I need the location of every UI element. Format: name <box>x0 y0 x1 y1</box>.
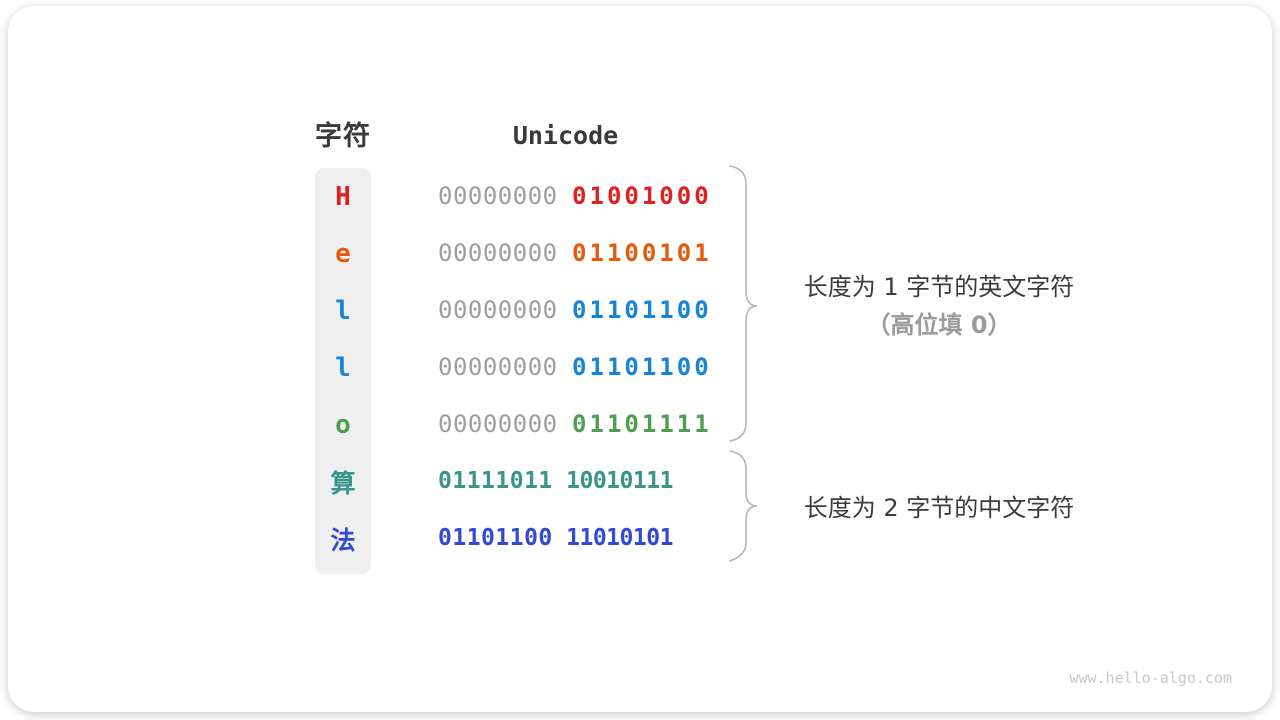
annotation-english-group: 长度为 1 字节的英文字符 （高位填 0） <box>779 272 1099 340</box>
annotation-english-line1: 长度为 1 字节的英文字符 <box>803 273 1075 301</box>
annotation-chinese-line1: 长度为 2 字节的中文字符 <box>803 494 1075 522</box>
binary-byte-low: 01001000 <box>572 182 712 210</box>
column-header-unicode: Unicode <box>512 121 619 150</box>
binary-byte-high: 00000000 <box>438 182 558 210</box>
character-cell: l <box>315 282 371 339</box>
watermark-url: www.hello-algo.com <box>1069 669 1232 687</box>
binary-byte-low: 01100101 <box>572 239 712 267</box>
unicode-binary-row: 00000000 01001000 <box>438 168 738 225</box>
binary-byte-low: 01101100 <box>572 353 712 381</box>
character-cell: 算 <box>315 453 371 510</box>
binary-byte-high: 01111011 <box>438 468 553 494</box>
column-header-char: 字符 <box>315 121 371 152</box>
character-glyph: 算 <box>330 468 356 498</box>
binary-byte-low: 11010101 <box>566 525 673 551</box>
unicode-binary-row: 01111011 10010111 <box>438 453 738 510</box>
character-cell: l <box>315 339 371 396</box>
character-glyph: H <box>335 181 351 212</box>
binary-byte-low: 01101111 <box>572 410 712 438</box>
annotation-chinese-group: 长度为 2 字节的中文字符 <box>779 493 1099 523</box>
binary-byte-high: 01101100 <box>438 525 553 551</box>
character-column: H e l l o 算 法 <box>315 168 371 567</box>
unicode-binary-row: 00000000 01101100 <box>438 282 738 339</box>
character-cell: 法 <box>315 510 371 567</box>
character-glyph: l <box>335 295 351 326</box>
annotation-english-line2: （高位填 0） <box>866 311 1012 339</box>
character-column-background <box>315 168 371 574</box>
unicode-binary-row: 00000000 01101100 <box>438 339 738 396</box>
character-glyph: e <box>335 238 351 269</box>
binary-byte-high: 00000000 <box>438 239 558 267</box>
diagram-card: 字符 Unicode H e l l o 算 法 00000000 010010… <box>8 6 1272 712</box>
binary-byte-high: 00000000 <box>438 353 558 381</box>
character-glyph: l <box>335 352 351 383</box>
character-cell: H <box>315 168 371 225</box>
group-braces <box>729 165 758 562</box>
character-glyph: o <box>335 409 351 440</box>
brace-chinese-group <box>729 450 758 562</box>
binary-byte-high: 00000000 <box>438 296 558 324</box>
unicode-binary-row: 01101100 11010101 <box>438 510 738 567</box>
binary-byte-high: 00000000 <box>438 410 558 438</box>
unicode-binary-row: 00000000 01101111 <box>438 396 738 453</box>
binary-byte-low: 01101100 <box>572 296 712 324</box>
character-cell: e <box>315 225 371 282</box>
unicode-binary-column: 00000000 01001000 00000000 01100101 0000… <box>438 168 738 567</box>
unicode-binary-row: 00000000 01100101 <box>438 225 738 282</box>
character-glyph: 法 <box>330 525 356 555</box>
character-cell: o <box>315 396 371 453</box>
binary-byte-low: 10010111 <box>566 468 673 494</box>
brace-english-group <box>729 165 758 442</box>
